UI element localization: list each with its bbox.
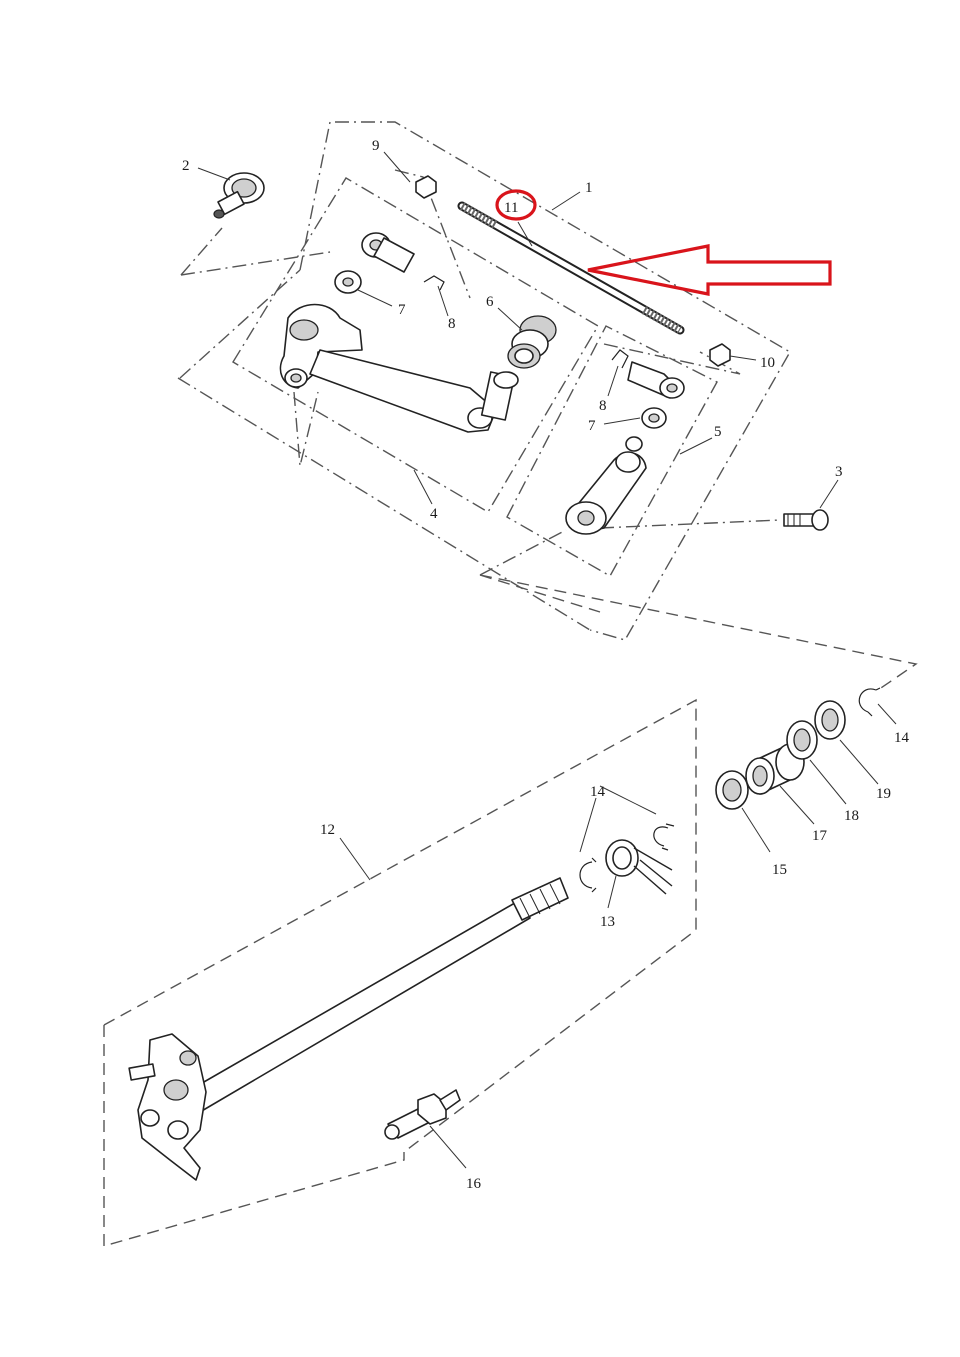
callout-1: 1 xyxy=(585,180,593,196)
callout-15: 15 xyxy=(772,862,787,878)
callout-labels: 1 2 3 4 5 6 7 7 8 8 9 10 11 12 13 14 14 … xyxy=(182,138,910,1192)
assembly-link-dashes-2 xyxy=(479,574,601,613)
clip-part-8-upper xyxy=(423,275,445,291)
assembly-1-outline-lower xyxy=(179,269,301,379)
callout-19: 19 xyxy=(876,786,891,802)
highlight-circle xyxy=(495,189,537,221)
spring-collar-part-13 xyxy=(605,839,673,895)
callout-13: 13 xyxy=(600,914,615,930)
callout-11: 11 xyxy=(504,200,518,216)
clip-part-8-lower xyxy=(611,349,629,369)
washer-part-19 xyxy=(814,700,846,740)
washer-part-15 xyxy=(715,770,749,810)
circlip-part-14-c xyxy=(858,687,881,717)
assembly-1-outline-left xyxy=(177,377,591,631)
leader-lines xyxy=(197,151,897,1169)
circlip-part-14-b xyxy=(579,857,597,893)
callout-7-upper: 7 xyxy=(398,302,406,318)
shaft-assembly-box-top xyxy=(103,698,697,1153)
linkage-rod-part-11 xyxy=(457,201,685,335)
footpeg-rubber-part-6 xyxy=(507,315,557,369)
callout-10: 10 xyxy=(760,355,775,371)
pivot-bolt-part-2 xyxy=(213,172,265,219)
projection-line xyxy=(180,227,223,276)
callout-16: 16 xyxy=(466,1176,482,1192)
rod-end-upper xyxy=(361,232,415,273)
washer-part-7-lower xyxy=(641,407,667,429)
projection-line xyxy=(180,251,331,276)
bolt-part-3 xyxy=(783,509,829,531)
callout-8-upper: 8 xyxy=(448,316,456,332)
circlip-part-14-a xyxy=(653,823,675,851)
callout-2: 2 xyxy=(182,158,190,174)
selector-shaft-part-12 xyxy=(128,877,569,1181)
callout-6: 6 xyxy=(486,294,494,310)
link-arm-part-5 xyxy=(565,436,647,535)
callout-4: 4 xyxy=(430,506,438,522)
washer-part-18 xyxy=(786,720,818,760)
shaft-assembly-box xyxy=(103,1025,405,1247)
callout-14-a: 14 xyxy=(590,784,606,800)
projection-line xyxy=(394,169,471,299)
assembly-link-dashes xyxy=(479,574,918,691)
lever-4-box xyxy=(232,177,599,513)
nut-part-10 xyxy=(709,343,731,367)
nut-part-9 xyxy=(415,175,437,199)
callout-14-b: 14 xyxy=(894,730,910,746)
highlight-arrow xyxy=(587,244,832,296)
callout-18: 18 xyxy=(844,808,859,824)
link-5-box xyxy=(506,325,718,577)
rod-end-lower xyxy=(627,361,685,399)
assembly-1-outline xyxy=(299,121,791,641)
upper-assembly-outlines xyxy=(177,121,791,641)
callout-3: 3 xyxy=(835,464,843,480)
lower-assembly-outline xyxy=(103,698,697,1247)
callout-12: 12 xyxy=(320,822,335,838)
highlight-annotation xyxy=(495,189,832,296)
callout-9: 9 xyxy=(372,138,380,154)
callout-17: 17 xyxy=(812,828,828,844)
callout-8-lower: 8 xyxy=(599,398,607,414)
projection-line xyxy=(293,391,319,467)
projection-line xyxy=(599,519,781,529)
gear-lever-part-4 xyxy=(279,303,519,433)
washer-part-7-upper xyxy=(334,270,362,294)
callout-5: 5 xyxy=(714,424,722,440)
projection-line xyxy=(479,529,567,576)
callout-7-lower: 7 xyxy=(588,418,596,434)
stud-part-16 xyxy=(384,1089,461,1140)
